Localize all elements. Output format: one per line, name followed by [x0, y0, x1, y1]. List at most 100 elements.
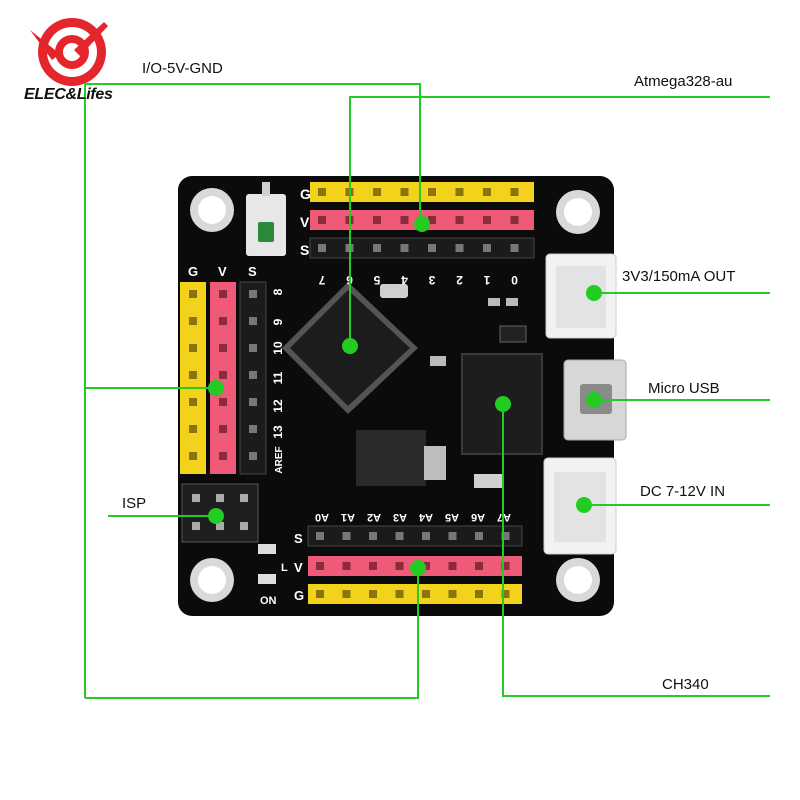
bottom-header-g [308, 584, 522, 604]
header-pin [189, 371, 197, 379]
header-pin [510, 216, 519, 224]
pin-label-top: 1 [483, 273, 490, 287]
header-pin [249, 344, 257, 352]
pin-label-side: AREF [274, 446, 285, 473]
header-pin [448, 532, 457, 540]
header-pin [219, 371, 227, 379]
voltage-regulator [356, 430, 446, 486]
header-pin [395, 562, 404, 570]
reset-button [246, 182, 286, 256]
header-pin [249, 398, 257, 406]
callout-io-5v-gnd: I/O-5V-GND [142, 60, 223, 77]
pin-label-top: 3 [428, 273, 435, 287]
header-pin [249, 290, 257, 298]
silk-v-top: V [300, 214, 310, 230]
silk-v-side: V [218, 264, 227, 279]
header-pin [369, 590, 377, 598]
header-pin [219, 398, 227, 406]
header-pin [219, 317, 227, 325]
mount-hole [190, 558, 234, 602]
pin-label-bottom: A6 [471, 511, 485, 523]
pin-label-top: 7 [318, 273, 325, 287]
callout-lines [84, 83, 770, 699]
header-pin [483, 244, 491, 252]
smd-component [499, 325, 527, 343]
dot-usb-chip [495, 396, 511, 412]
header-pin [483, 216, 491, 224]
header-pin [475, 562, 483, 570]
pin-label-bottom: A4 [418, 511, 433, 523]
header-pin [342, 532, 351, 540]
header-pin [400, 216, 409, 224]
header-pin [249, 371, 257, 379]
callout-isp: ISP [122, 495, 147, 512]
header-pin [316, 590, 324, 598]
header-pin [189, 290, 197, 298]
header-pin [373, 216, 381, 224]
header-pin [428, 244, 436, 252]
header-pin [189, 452, 197, 460]
pin-label-top: 5 [373, 273, 380, 287]
pin-label-side: 13 [271, 425, 285, 439]
silk-s-side: S [248, 264, 257, 279]
silk-g-top: G [300, 186, 311, 202]
header-pin [318, 216, 326, 224]
silk-v-bottom: V [294, 560, 303, 575]
header-pin [342, 562, 351, 570]
pin-label-top: 2 [456, 273, 463, 287]
dot-io-5v-gnd-top [414, 216, 430, 232]
mount-hole [556, 558, 600, 602]
pin-label-bottom: A0 [315, 511, 329, 523]
header-pin [249, 425, 257, 433]
callout-usb: Micro USB [648, 380, 720, 397]
dot-dc-in [576, 497, 592, 513]
header-pin [428, 216, 436, 224]
header-pin [369, 532, 377, 540]
header-pin [422, 562, 430, 570]
mount-hole [556, 190, 600, 234]
header-pin [369, 562, 377, 570]
header-pin [475, 532, 483, 540]
pin-label-side: 10 [271, 341, 285, 355]
pin-label-side: 8 [271, 288, 285, 295]
header-pin [219, 452, 227, 460]
header-pin [455, 244, 464, 252]
header-pin [249, 452, 257, 460]
header-pin [510, 188, 519, 196]
crystal [380, 284, 408, 298]
silk-g-bottom: G [294, 588, 304, 603]
pin-label-top: 0 [511, 273, 518, 287]
out-connector [545, 253, 617, 339]
callout-dc-in: DC 7-12V IN [640, 483, 726, 500]
header-pin [219, 344, 227, 352]
header-pin [455, 216, 464, 224]
header-pin [422, 590, 430, 598]
header-pin [318, 244, 326, 252]
pin-label-side: 9 [271, 318, 285, 325]
header-pin [316, 532, 324, 540]
dot-mcu [342, 338, 358, 354]
header-pin [249, 317, 257, 325]
header-pin [400, 244, 409, 252]
mount-hole [190, 188, 234, 232]
header-pin [189, 344, 197, 352]
header-pin [318, 188, 326, 196]
silk-g-side: G [188, 264, 198, 279]
pin-label-bottom: A3 [393, 511, 407, 523]
header-pin [501, 532, 510, 540]
led-l [258, 544, 276, 554]
header-pin [342, 590, 351, 598]
header-pin [448, 562, 457, 570]
header-pin [428, 188, 436, 196]
bottom-header-s [307, 525, 523, 547]
header-pin [316, 562, 324, 570]
header-pin [373, 188, 381, 196]
dot-io-5v-gnd-side [208, 380, 224, 396]
silk-led-on: ON [260, 595, 277, 607]
header-pin [422, 532, 430, 540]
silk-s-top: S [300, 242, 309, 258]
header-pin [475, 590, 483, 598]
